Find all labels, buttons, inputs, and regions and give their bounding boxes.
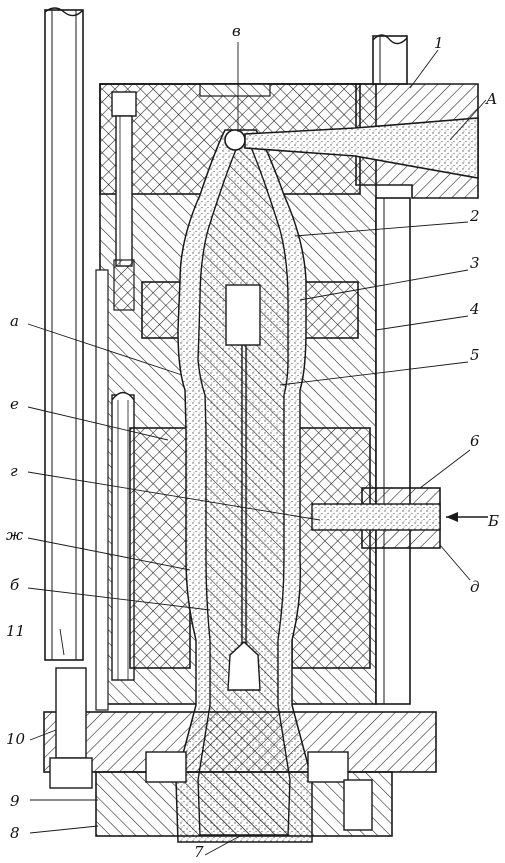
side-mould-left xyxy=(129,427,191,669)
side-mould-right xyxy=(291,427,371,669)
label-4: 4 xyxy=(469,300,480,318)
label-7: 7 xyxy=(194,843,204,859)
label-8: 8 xyxy=(10,824,20,842)
label-3: 3 xyxy=(470,254,480,272)
ejector-pin xyxy=(225,284,261,691)
label-A: А xyxy=(485,90,497,108)
labels: 1 А в 2 3 4 5 6 Б д а е г ж б 11 10 9 8 … xyxy=(6,22,499,861)
guide-pillar-11 xyxy=(44,7,84,661)
label-a: а xyxy=(10,312,19,330)
label-b: б xyxy=(10,576,20,594)
label-9: 9 xyxy=(10,792,20,810)
label-6: 6 xyxy=(470,432,480,450)
label-v: в xyxy=(232,22,241,40)
label-e: е xyxy=(10,395,19,413)
label-zh: ж xyxy=(6,526,23,544)
label-g: г xyxy=(10,462,18,480)
label-1: 1 xyxy=(434,34,444,52)
label-d: д xyxy=(470,578,480,596)
label-5: 5 xyxy=(470,346,480,364)
lower-bolt xyxy=(111,391,135,681)
leader-lines xyxy=(27,42,487,856)
label-B: Б xyxy=(487,512,499,530)
side-nozzle-6 xyxy=(311,487,488,549)
upper-bolt xyxy=(111,91,137,311)
bottom-plate-10 xyxy=(43,667,437,789)
label-10: 10 xyxy=(6,730,26,748)
sprue-channel xyxy=(224,117,479,179)
bottom-ring-8-9 xyxy=(95,751,393,837)
label-2: 2 xyxy=(469,207,480,225)
top-rod xyxy=(372,34,408,85)
cavity-part xyxy=(175,129,313,843)
label-11: 11 xyxy=(6,622,25,640)
